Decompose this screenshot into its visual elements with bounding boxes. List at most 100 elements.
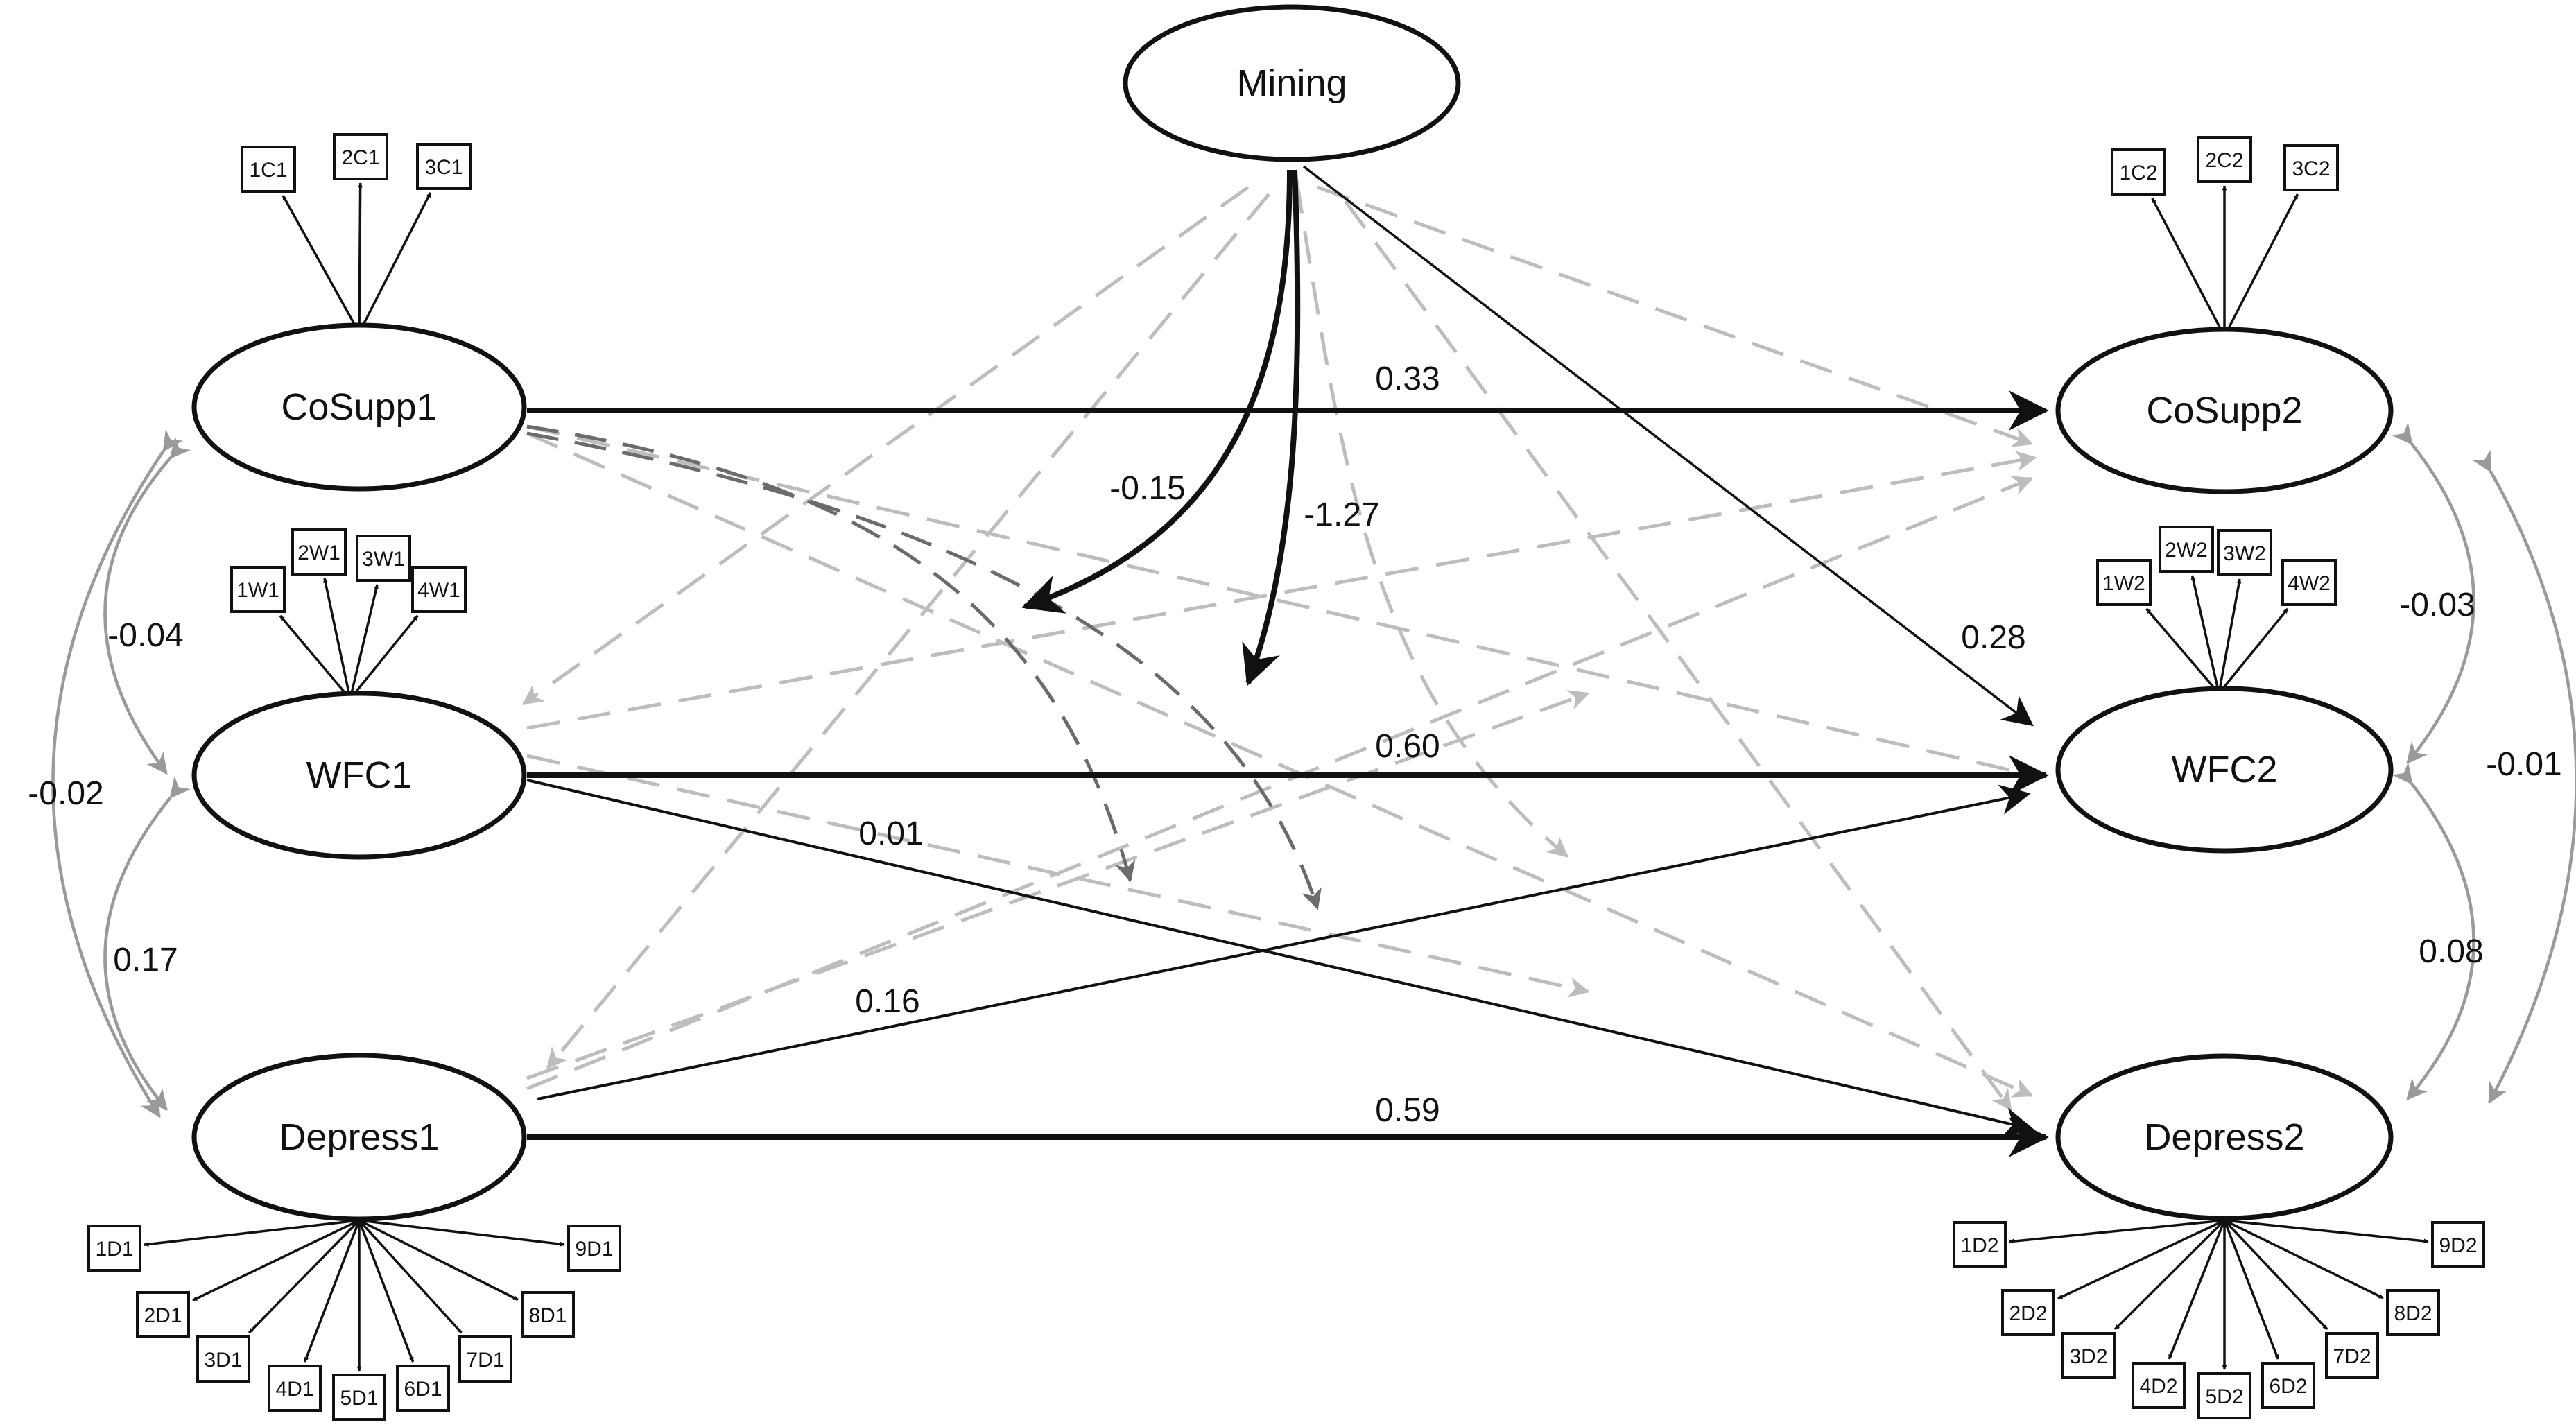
latent-depress1: Depress1 [191,1053,527,1222]
indicator-arrow-1w2 [2145,607,2220,695]
indicator-box-2w1: 2W1 [291,528,347,576]
indicator-box-2d2: 2D2 [2001,1289,2055,1336]
latent-wfc1: WFC1 [191,691,527,860]
indicator-label: 8D2 [2394,1302,2432,1325]
latent-cosupp1-label: CoSupp1 [281,386,437,428]
nonsignificant-paths [521,180,2041,1112]
coef-cov-cosupp1-wfc1: -0.04 [107,617,183,654]
latent-cosupp2: CoSupp2 [2055,327,2394,494]
indicator-box-5d1: 5D1 [332,1374,386,1421]
indicator-arrow-2c1 [358,182,363,334]
ns-mining-depress1 [546,193,1270,1069]
indicator-label: 2W1 [297,542,340,564]
indicator-box-4d1: 4D1 [268,1365,322,1412]
indicator-box-3c2: 3C2 [2283,144,2339,191]
indicator-label: 9D2 [2439,1234,2477,1257]
moderated-path-cosupp1-wfc2 [526,424,1136,883]
indicator-arrow-6d2 [2223,1220,2279,1360]
indicator-label: 7D1 [466,1349,504,1372]
covariance-arcs [51,422,2576,1118]
indicator-label: 3C2 [2292,157,2330,180]
indicator-arrow-3d1 [248,1219,361,1334]
latent-mining: Mining [1123,4,1461,162]
coef-wfc1-depress2: 0.01 [858,815,923,852]
indicator-arrow-2w2 [2190,575,2220,694]
indicator-label: 3D1 [204,1349,242,1372]
indicator-arrow-1c1 [282,195,361,334]
ns-cosupp1-depress2 [526,431,2034,1098]
coef-cov-cosupp1-depress1: -0.02 [28,775,103,812]
indicator-box-1d1: 1D1 [87,1225,141,1272]
latent-depress2-label: Depress2 [2144,1116,2304,1158]
latent-wfc2: WFC2 [2055,686,2394,854]
indicator-box-1w2: 1W2 [2096,559,2152,606]
indicator-label: 3D2 [2069,1345,2107,1368]
indicator-label: 4W2 [2288,572,2331,595]
coef-cov-wfc1-depress1: 0.17 [113,942,178,978]
indicator-label: 4W1 [417,579,460,602]
moderated-path-cosupp1-depress2 [526,431,1322,910]
indicator-label: 7D2 [2333,1345,2371,1368]
indicator-label: 2D1 [144,1304,182,1327]
latent-cosupp1: CoSupp1 [191,322,527,492]
latent-cosupp2-label: CoSupp2 [2146,390,2302,431]
indicator-box-3d1: 3D1 [196,1335,250,1383]
indicator-arrow-2w1 [322,578,352,700]
coef-wfc1-wfc2: 0.60 [1375,728,1440,765]
coef-cov-cosupp2-wfc2: -0.03 [2399,587,2475,623]
ns-wfc1-cosupp2 [526,451,2037,730]
latent-wfc1-label: WFC1 [306,754,413,796]
indicator-arrow-8d1 [358,1219,519,1301]
indicator-arrow-4w1 [349,614,419,700]
coef-moderation-1: -0.15 [1109,470,1185,507]
significant-paths [526,165,2049,1157]
indicator-label: 5D2 [2205,1385,2243,1408]
coef-cov-wfc2-depress2: 0.08 [2419,933,2483,970]
moderated-paths [526,424,1322,910]
indicator-label: 3W1 [362,548,405,571]
indicator-box-9d2: 9D2 [2431,1221,2485,1268]
indicator-label: 9D1 [575,1238,613,1261]
indicator-arrow-1d1 [144,1219,360,1247]
cov-cosupp2-depress2 [2472,449,2576,1105]
indicator-label: 3C1 [424,156,463,179]
indicator-box-2c2: 2C2 [2197,136,2252,183]
indicator-label: 8D1 [528,1304,567,1327]
indicator-arrow-9d1 [358,1219,565,1247]
indicator-box-3d2: 3D2 [2061,1332,2116,1379]
indicator-label: 2D2 [2009,1302,2047,1325]
coefficient-labels: 0.33 0.60 0.59 0.01 0.16 0.28 -0.15 -1.2… [28,361,2561,1129]
ns-mining-moderation-curve [1295,180,1568,858]
ns-cosupp1-wfc2 [526,424,2041,783]
indicator-arrow-4w2 [2218,607,2289,695]
indicator-arrow-6d1 [358,1220,415,1363]
indicator-arrow-7d2 [2223,1219,2328,1331]
indicator-label: 2C2 [2205,149,2243,172]
coef-moderation-2: -1.27 [1304,496,1379,533]
indicator-box-2c1: 2C1 [333,133,388,180]
indicator-label: 3W2 [2223,542,2266,565]
coef-depress1-depress2: 0.59 [1375,1092,1440,1129]
indicator-box-4d2: 4D2 [2132,1362,2186,1409]
moderation-arrow-1 [1021,169,1293,614]
indicator-label: 6D1 [404,1378,442,1401]
indicator-arrow-3c2 [2223,193,2299,337]
indicator-arrow-2d1 [192,1219,360,1301]
indicator-box-1w1: 1W1 [230,566,286,613]
indicator-arrow-4d2 [2168,1220,2226,1360]
coef-depress1-wfc2: 0.16 [855,983,919,1020]
indicator-box-1c2: 1C2 [2111,148,2166,196]
indicator-arrow-9d2 [2224,1219,2429,1244]
path-mining-wfc2 [1302,165,2034,727]
indicator-box-7d1: 7D1 [458,1335,512,1383]
indicator-label: 4D2 [2139,1375,2177,1398]
indicator-arrow-2d2 [2057,1219,2225,1300]
coef-cov-cosupp2-depress2: -0.01 [2486,746,2561,783]
indicator-box-6d2: 6D2 [2261,1362,2315,1409]
indicator-label: 4D1 [275,1378,313,1401]
indicator-box-9d1: 9D1 [567,1225,621,1272]
indicator-arrow-7d1 [358,1219,463,1334]
indicator-arrow-1d2 [2009,1219,2225,1244]
latent-mining-label: Mining [1236,62,1347,104]
